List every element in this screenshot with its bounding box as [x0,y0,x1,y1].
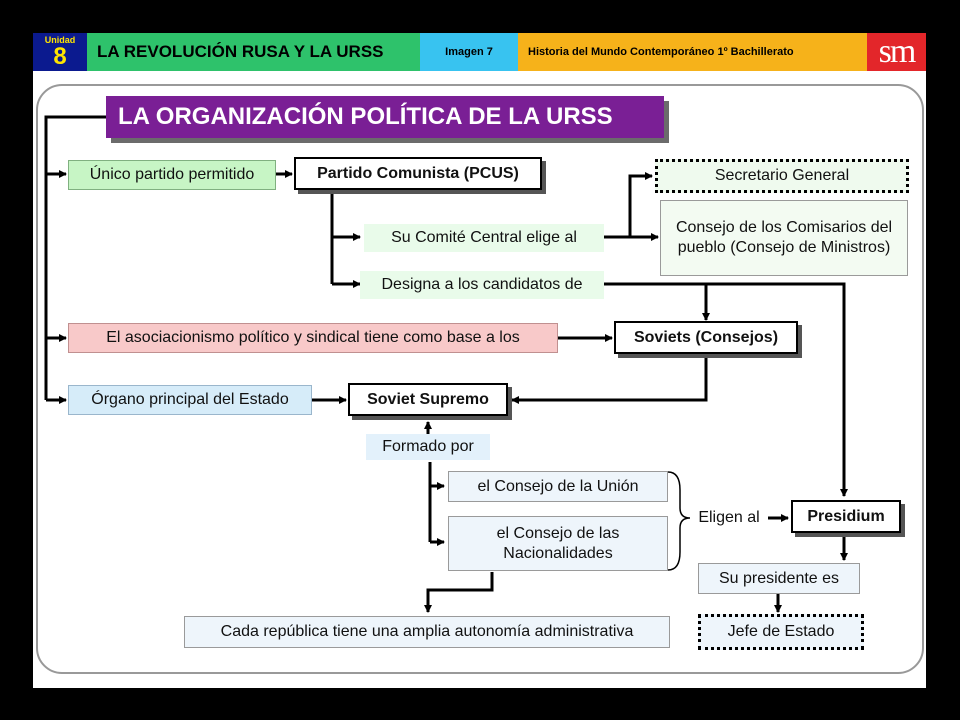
diagram-frame [36,84,924,674]
unit-label: Unidad [44,34,76,45]
node-jefe-estado: Jefe de Estado [698,614,864,650]
node-presidium: Presidium [791,500,901,533]
node-secretario-general: Secretario General [655,159,909,193]
node-eligen-al: Eligen al [698,509,760,526]
publisher-logo: sm [867,33,926,71]
node-su-presidente: Su presidente es [698,563,860,594]
unit-badge: Unidad 8 [33,33,87,71]
node-designa: Designa a los candidatos de [360,271,604,299]
course-label: Historia del Mundo Contemporáneo 1º Bach… [518,33,867,71]
image-label: Imagen 7 [420,33,518,71]
node-soviets: Soviets (Consejos) [614,321,798,354]
diagram-title: LA ORGANIZACIÓN POLÍTICA DE LA URSS [106,96,664,138]
slide: Unidad 8 LA REVOLUCIÓN RUSA Y LA URSS Im… [33,33,926,688]
unit-title: LA REVOLUCIÓN RUSA Y LA URSS [87,33,420,71]
node-consejo-union: el Consejo de la Unión [448,471,668,502]
node-republica: Cada república tiene una amplia autonomí… [184,616,670,648]
node-comite-central: Su Comité Central elige al [364,224,604,252]
node-formado-por: Formado por [366,434,490,460]
node-asociacionismo: El asociacionismo político y sindical ti… [68,323,558,353]
node-soviet-supremo: Soviet Supremo [348,383,508,416]
node-pcus: Partido Comunista (PCUS) [294,157,542,190]
node-consejo-nacionalidades: el Consejo de las Nacionalidades [448,516,668,571]
node-consejo-comisarios: Consejo de los Comisarios del pueblo (Co… [660,200,908,276]
unit-number: 8 [53,42,67,70]
node-unico-partido: Único partido permitido [68,160,276,190]
node-organo-principal: Órgano principal del Estado [68,385,312,415]
